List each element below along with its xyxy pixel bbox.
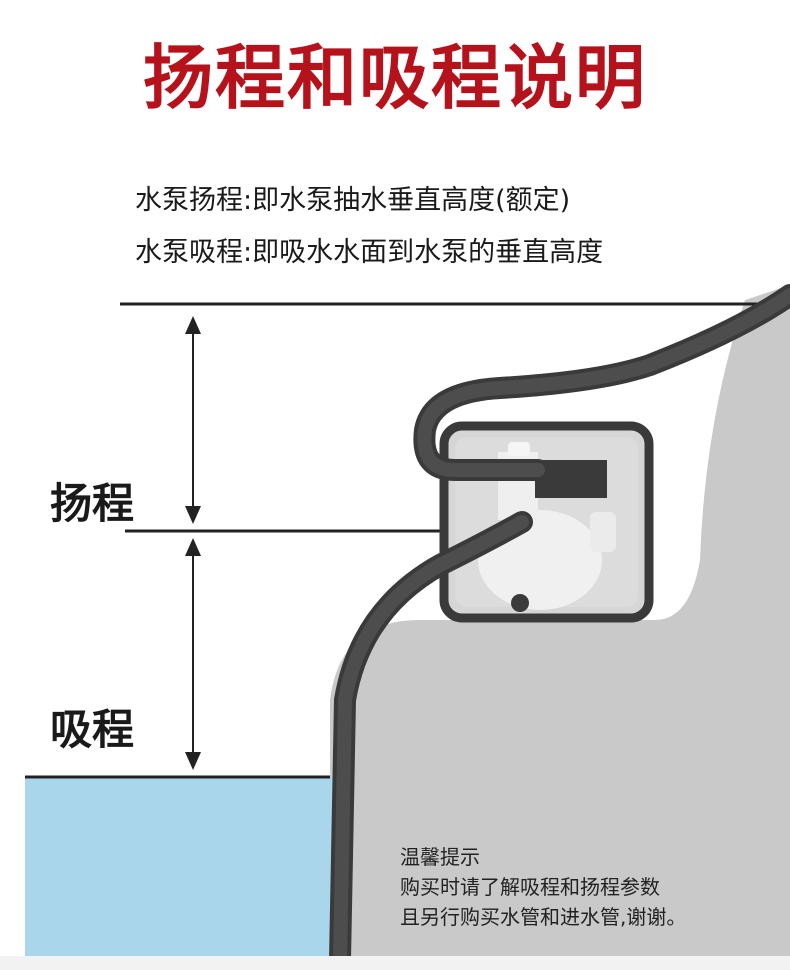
page-title: 扬程和吸程说明 [143,37,647,119]
lift-definition: 水泵扬程:即水泵抽水垂直高度(额定) [135,185,571,216]
lift-arrow-head-down [185,506,201,524]
pump-drain [511,594,529,612]
water-area [25,778,340,958]
suction-arrow-head-up [185,538,201,556]
lift-arrow-head-up [185,316,201,334]
footer-strip [0,956,790,970]
tips-line-1: 购买时请了解吸程和扬程参数 [400,875,660,899]
suction-label: 吸程 [50,705,135,754]
lift-label: 扬程 [50,479,135,528]
suction-arrow-head-down [185,752,201,770]
suction-definition: 水泵吸程:即吸水水面到水泵的垂直高度 [135,237,604,268]
tips-box: 温馨提示 购买时请了解吸程和扬程参数 且另行购买水管和进水管,谢谢。 [400,842,686,932]
tips-line-2: 且另行购买水管和进水管,谢谢。 [400,905,687,929]
tips-heading: 温馨提示 [400,845,480,869]
